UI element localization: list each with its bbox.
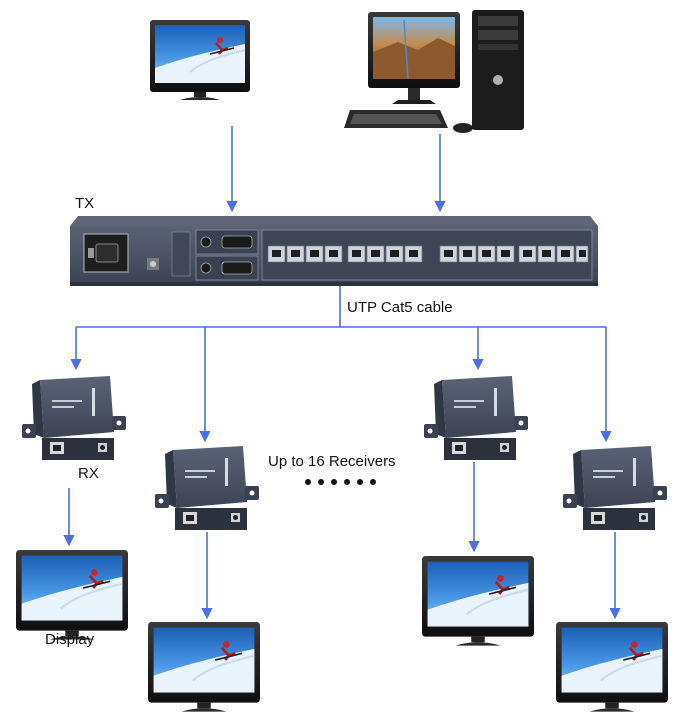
receiver-box-icon bbox=[22, 376, 126, 460]
receiver-box-icon bbox=[155, 446, 259, 530]
cable-label: UTP Cat5 cable bbox=[347, 299, 453, 316]
tx-label: TX bbox=[75, 195, 95, 212]
receiver-box-icon bbox=[424, 376, 528, 460]
receiver-count-label: Up to 16 Receivers bbox=[268, 453, 396, 470]
ellipsis-dots bbox=[305, 479, 376, 485]
transmitter-unit-icon bbox=[70, 216, 598, 286]
rx-label: RX bbox=[78, 465, 99, 482]
receiver-box-icon bbox=[563, 446, 667, 530]
display-label: Display bbox=[45, 631, 95, 648]
output-display-monitor-icon bbox=[554, 620, 670, 713]
source-computer-icon bbox=[344, 10, 524, 133]
output-display-monitor-icon bbox=[420, 554, 536, 647]
cable-distribution bbox=[70, 286, 612, 443]
output-display-monitor-icon bbox=[146, 620, 262, 713]
output-display-monitor-icon bbox=[14, 548, 130, 641]
top-display-monitor-icon bbox=[148, 18, 252, 102]
